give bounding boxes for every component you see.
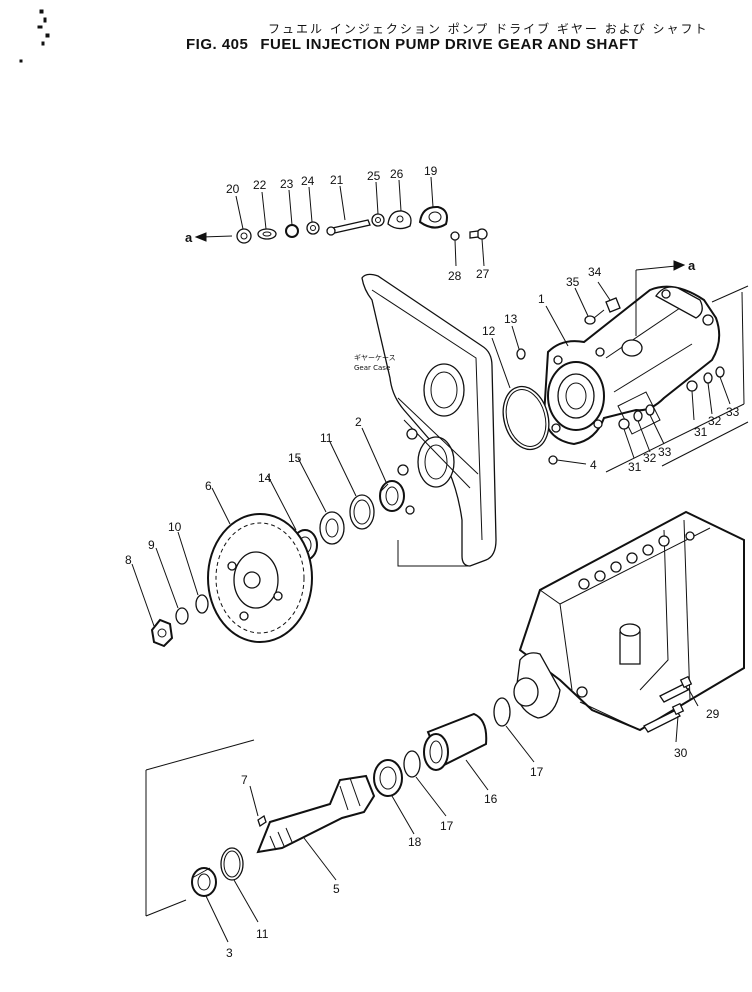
callout-23: 23: [280, 177, 294, 191]
callout-8: 8: [125, 553, 132, 567]
gear-case-label-jp: ギヤーケース: [354, 354, 396, 362]
callout-16: 16: [484, 792, 498, 806]
injection-pump-body: [513, 510, 745, 732]
callout-30: 30: [674, 746, 688, 760]
callout-34: 34: [588, 265, 602, 279]
drive-gear-assembly: [150, 480, 405, 648]
callout-25: 25: [367, 169, 381, 183]
callout-10: 10: [168, 520, 182, 534]
figure-title: FIG. 405 FUEL INJECTION PUMP DRIVE GEAR A…: [186, 36, 650, 53]
callout-2: 2: [355, 415, 362, 429]
callout-5: 5: [333, 882, 340, 896]
callout-18: 18: [408, 835, 422, 849]
callout-19: 19: [424, 164, 438, 178]
callout-27: 27: [476, 267, 490, 281]
callout-35: 35: [566, 275, 580, 289]
callout-12: 12: [482, 324, 496, 338]
callout-labels: a a 20 22 23 24 21 25 26 19 28 27 35 34 …: [125, 164, 740, 960]
upper-small-parts: [194, 176, 488, 267]
gear-case-label-en: Gear Case: [354, 364, 390, 372]
callout-6: 6: [205, 479, 212, 493]
callout-3: 3: [226, 946, 233, 960]
reference-mark-a-left: a: [185, 230, 193, 245]
callout-17-upper: 17: [530, 765, 544, 779]
callout-20: 20: [226, 182, 240, 196]
pump-outlet-ports: [578, 535, 670, 590]
callout-31-left: 31: [628, 460, 642, 474]
callout-32-right: 32: [708, 414, 722, 428]
reference-mark-a-right: a: [688, 258, 696, 273]
scan-artifact: [19, 9, 50, 63]
figure-caption: FUEL INJECTION PUMP DRIVE GEAR AND SHAFT: [260, 36, 639, 53]
callout-21: 21: [330, 173, 344, 187]
housing-bracket-lines: [605, 260, 749, 473]
callout-32-left: 32: [643, 451, 657, 465]
drive-housing: [542, 285, 721, 446]
pump-shaft-assembly: [145, 697, 511, 917]
callout-14: 14: [258, 471, 272, 485]
callout-22: 22: [253, 178, 267, 192]
leader-lines: [131, 281, 731, 943]
callout-13: 13: [504, 312, 518, 326]
callout-31-right: 31: [694, 425, 708, 439]
callout-26: 26: [390, 167, 404, 181]
callout-15: 15: [288, 451, 302, 465]
callout-17-lower: 17: [440, 819, 454, 833]
callout-11-upper: 11: [320, 431, 333, 445]
callout-4: 4: [590, 458, 597, 472]
figure-number: FIG. 405: [186, 36, 249, 53]
callout-29: 29: [706, 707, 720, 721]
callout-1: 1: [538, 292, 545, 306]
callout-11-lower: 11: [256, 927, 269, 941]
callout-28: 28: [448, 269, 462, 283]
figure-header: フュエル インジェクション ポンプ ドライブ ギヤー および シャフト FIG.…: [0, 0, 752, 60]
callout-33-left: 33: [658, 445, 672, 459]
callout-24: 24: [301, 174, 315, 188]
japanese-title: フュエル インジェクション ポンプ ドライブ ギヤー および シャフト: [268, 22, 709, 36]
callout-9: 9: [148, 538, 155, 552]
callout-7: 7: [241, 773, 248, 787]
callout-33-right: 33: [726, 405, 740, 419]
gear-case: ギヤーケース Gear Case: [354, 273, 497, 567]
